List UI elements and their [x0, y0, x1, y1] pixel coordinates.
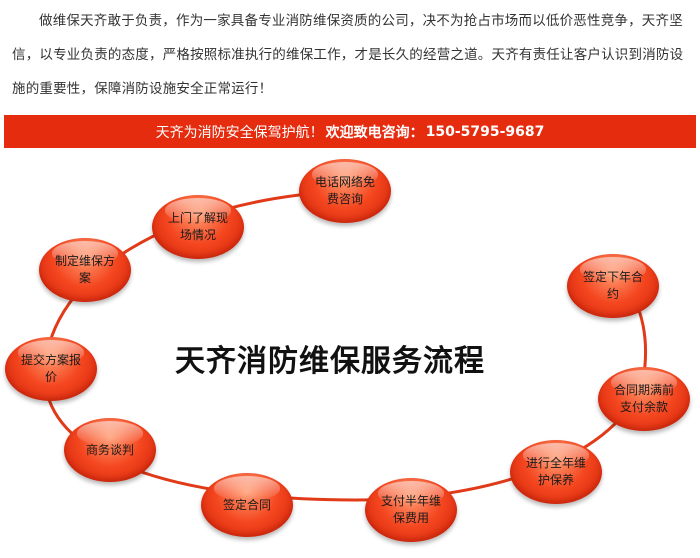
- flow-step-quote: 提交方案报价: [5, 337, 97, 401]
- flow-step-negotiation: 商务谈判: [64, 418, 156, 482]
- flow-step-label: 电话网络免费咨询: [314, 175, 375, 206]
- flow-step-sign-contract: 签定合同: [201, 473, 293, 537]
- flow-step-consult: 电话网络免费咨询: [299, 159, 391, 223]
- flow-step-plan: 制定维保方案: [39, 238, 131, 302]
- flow-step-site-visit: 上门了解现场情况: [152, 195, 244, 259]
- flow-step-label: 商务谈判: [85, 442, 134, 457]
- banner-slogan: 天齐为消防安全保驾护航！: [155, 124, 324, 141]
- banner-call-label: 欢迎致电咨询：: [325, 124, 424, 141]
- service-flow-diagram: 天齐消防维保服务流程 电话网络免费咨询 上门了解现场情况 制定维保方案 提交方案…: [0, 150, 700, 558]
- intro-paragraph: 做维保天齐敢于负责，作为一家具备专业消防维保资质的公司，决不为抢占市场而以低价恶…: [12, 13, 684, 97]
- flow-step-label: 支付半年维保费用: [380, 494, 441, 525]
- flow-step-label: 提交方案报价: [20, 353, 81, 384]
- contact-banner: 天齐为消防安全保驾护航！ 欢迎致电咨询： 150-5795-9687: [4, 115, 696, 148]
- flow-step-final-payment: 合同期满前支付余款: [598, 367, 690, 431]
- flow-step-label: 上门了解现场情况: [167, 211, 228, 242]
- flow-step-label: 进行全年维护保养: [525, 456, 586, 487]
- flow-step-renewal: 签定下年合约: [567, 254, 659, 318]
- flow-step-label: 签定合同: [222, 497, 271, 512]
- diagram-title: 天齐消防维保服务流程: [175, 344, 485, 379]
- flow-step-label: 制定维保方案: [54, 254, 115, 285]
- flow-step-label: 签定下年合约: [582, 270, 643, 301]
- flow-step-label: 合同期满前支付余款: [613, 383, 674, 414]
- banner-phone[interactable]: 150-5795-9687: [425, 123, 545, 140]
- flow-step-annual-maintenance: 进行全年维护保养: [510, 440, 602, 504]
- flow-step-half-year-payment: 支付半年维保费用: [365, 478, 457, 542]
